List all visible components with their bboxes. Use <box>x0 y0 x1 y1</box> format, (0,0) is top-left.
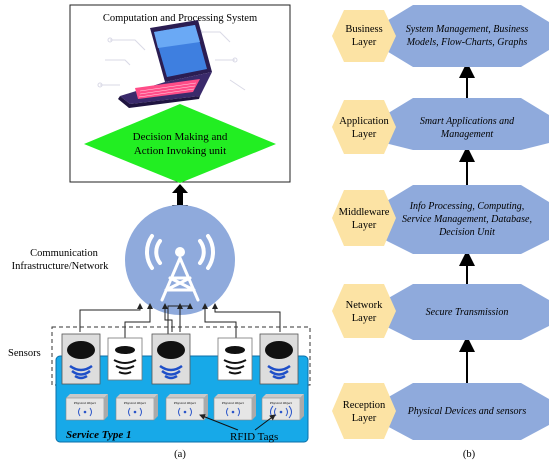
layer-business: Business Layer System Management, Busine… <box>332 5 549 67</box>
decision-diamond <box>84 104 276 183</box>
decision-line1: Decision Making and <box>133 131 228 143</box>
laptop-icon <box>97 20 246 108</box>
panel-label-b: (b) <box>463 449 476 460</box>
layer-name-business: Business <box>345 24 382 35</box>
layer-word-network: Layer <box>352 313 377 324</box>
computation-title: Computation and Processing System <box>103 13 257 24</box>
octagon-reception <box>385 383 549 440</box>
layer-word-middleware: Layer <box>352 220 377 231</box>
service-label: Service Type 1 <box>66 429 132 441</box>
sensors-label: Sensors <box>8 348 41 359</box>
layer-desc-business-1: System Management, Business <box>406 24 529 35</box>
layer-name-middleware: Middleware <box>339 207 390 218</box>
layer-middleware: Middleware Layer Info Processing, Comput… <box>332 185 549 254</box>
rfid-tag-2: Physical Object <box>115 394 158 421</box>
physical-object-label: Physical Object <box>222 401 244 405</box>
layer-desc-middleware-3: Decision Unit <box>438 227 495 238</box>
rfid-tag-1: Physical Object <box>65 394 108 421</box>
hexagon-middleware <box>332 190 396 246</box>
rfid-tag-3: Physical Object <box>165 394 208 421</box>
sensor-arrows <box>79 303 281 343</box>
sensor-device-2 <box>107 337 143 381</box>
layer-application: Application Layer Smart Applications and… <box>332 98 549 154</box>
sensor-device-3 <box>151 333 191 385</box>
physical-object-label: Physical Object <box>74 401 96 405</box>
layer-desc-middleware-2: Service Management, Database, <box>402 214 532 225</box>
comm-label-line2: Infrastructure/Network <box>12 261 110 272</box>
octagon-business <box>385 5 549 67</box>
tower-icon <box>144 234 216 302</box>
octagon-middleware <box>385 185 549 254</box>
layer-desc-business-2: Models, Flow-Charts, Graphs <box>406 37 528 48</box>
layer-word-application: Layer <box>352 129 377 140</box>
decision-line2: Action Invoking unit <box>134 145 226 157</box>
sensor-device-5 <box>259 333 299 385</box>
comm-label-line1: Communication <box>30 248 98 259</box>
sensor-device-1 <box>61 333 101 385</box>
hexagon-reception <box>332 383 396 439</box>
layer-desc-application-1: Smart Applications and <box>420 116 515 127</box>
rfid-pointer-lines <box>199 414 276 431</box>
layer-desc-network-1: Secure Transmission <box>426 307 509 318</box>
physical-object-label: Physical Object <box>270 401 292 405</box>
layer-word-business: Layer <box>352 37 377 48</box>
sensor-device-4 <box>217 337 253 381</box>
layer-word-reception: Layer <box>352 413 377 424</box>
rfid-tags-label: RFID Tags <box>230 431 278 443</box>
physical-object-label: Physical Object <box>124 401 146 405</box>
layer-name-application: Application <box>339 116 389 127</box>
hexagon-network <box>332 284 396 338</box>
hexagon-application <box>332 100 396 154</box>
octagon-network <box>385 284 549 340</box>
layer-name-reception: Reception <box>343 400 386 411</box>
rfid-tag-4: Physical Object <box>213 394 256 421</box>
layer-reception: Reception Layer Physical Devices and sen… <box>332 383 549 440</box>
layer-desc-reception-1: Physical Devices and sensors <box>407 406 527 417</box>
panel-label-a: (a) <box>174 449 186 460</box>
physical-object-label: Physical Object <box>174 401 196 405</box>
octagon-application <box>385 98 549 150</box>
layer-network: Network Layer Secure Transmission <box>332 284 549 340</box>
layer-desc-application-2: Management <box>440 129 493 140</box>
hexagon-business <box>332 10 396 62</box>
layer-name-network: Network <box>346 300 383 311</box>
rfid-tag-5: Physical Object <box>261 394 304 421</box>
layer-desc-middleware-1: Info Processing, Computing, <box>409 201 525 212</box>
